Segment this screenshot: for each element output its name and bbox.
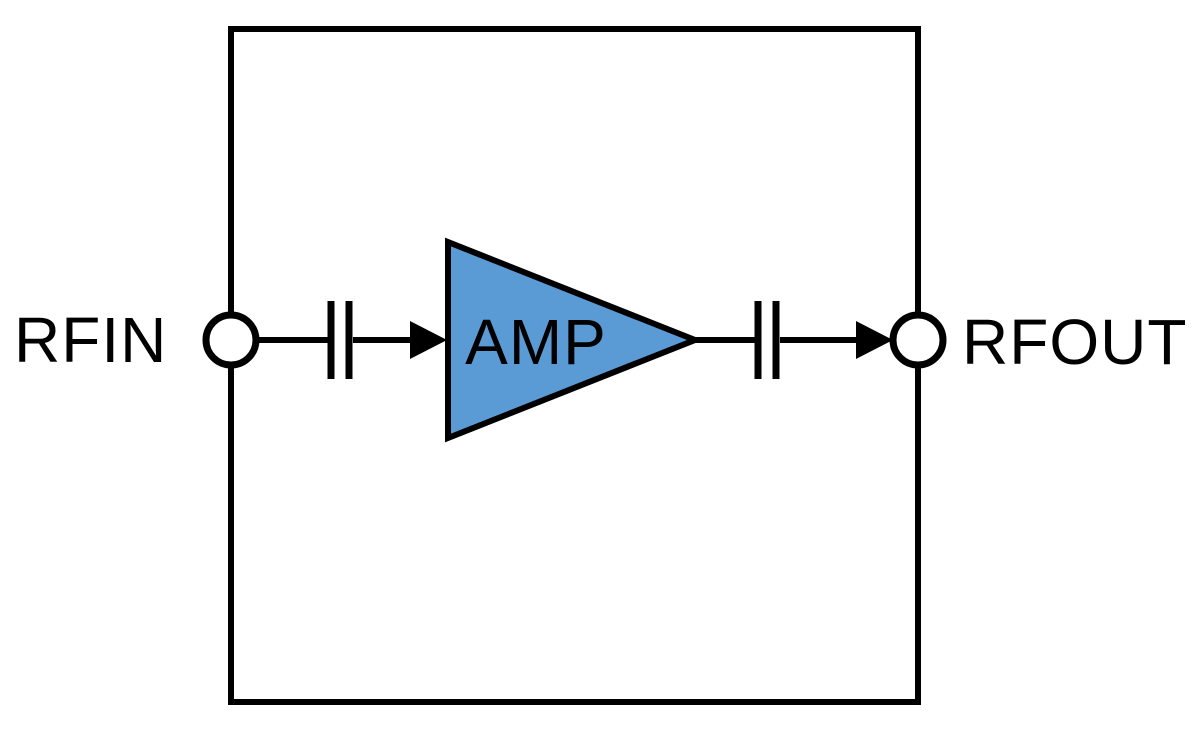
- signal-flow-arrowhead-output: [856, 321, 893, 359]
- input-terminal-circle: [202, 311, 260, 369]
- signal-flow-arrowhead-input: [410, 321, 447, 359]
- output-coupling-capacitor: [754, 301, 780, 379]
- rfin-label: RFIN: [14, 304, 167, 376]
- input-coupling-capacitor: [327, 301, 353, 379]
- output-terminal-circle: [889, 311, 947, 369]
- amplifier-triangle: [445, 237, 704, 443]
- rfout-label: RFOUT: [962, 306, 1187, 378]
- amplifier-label: AMP: [465, 306, 607, 378]
